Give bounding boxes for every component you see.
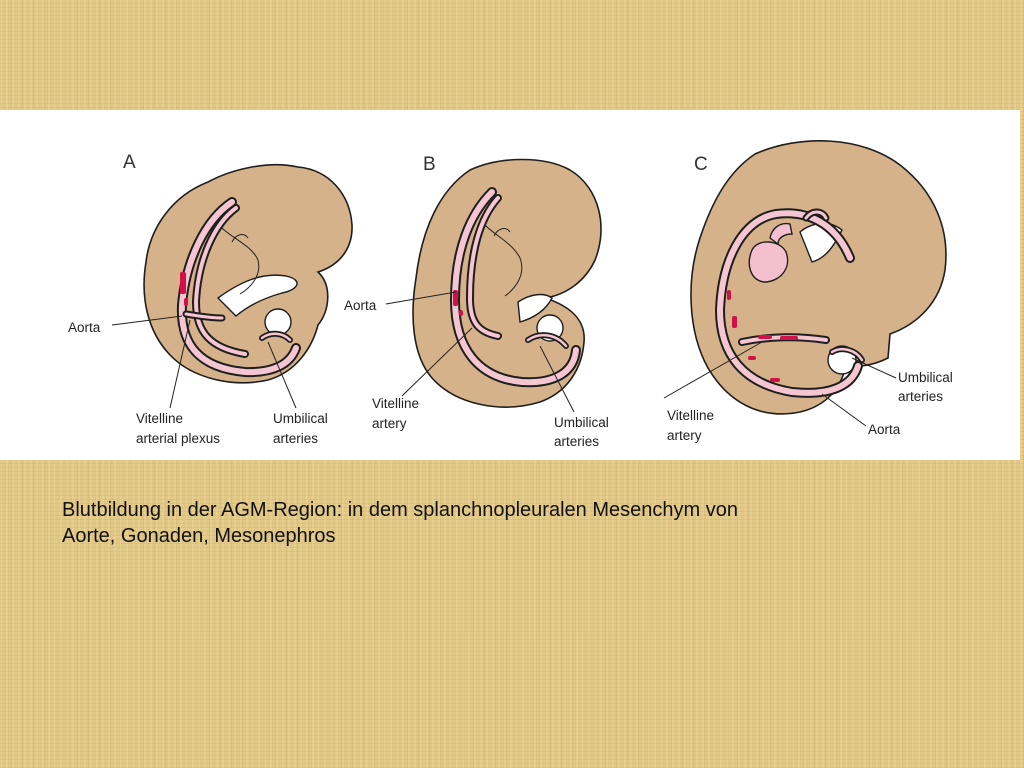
embryo-a-aorta-vessel (176, 197, 301, 378)
embryo-c: C Vitelline artery Umbilical arteries Ao… (663, 140, 953, 443)
embryo-a-cavity (216, 274, 298, 317)
panel-c-umbilical-label-1: Umbilical (898, 370, 953, 385)
embryo-a: A Aorta Vitelline arterial plexus Umbili… (68, 152, 353, 446)
embryo-b: B Aorta Vitelline artery Umbilical arter… (344, 154, 609, 449)
embryo-c-heart (748, 241, 789, 283)
panel-a-letter: A (123, 152, 136, 173)
panel-c-letter: C (694, 154, 708, 175)
embryo-c-aorta-cells (727, 290, 798, 382)
panel-b-vitelline-label-1: Vitelline (372, 396, 419, 411)
panel-b-letter: B (423, 154, 436, 175)
panel-a-vitelline-label-1: Vitelline (136, 411, 183, 426)
panel-c-umbilical-label-2: arteries (898, 389, 943, 404)
panel-b-vitelline-label-2: artery (372, 416, 407, 431)
panel-a-umbilical-label-2: arteries (273, 431, 318, 446)
embryo-diagram: A Aorta Vitelline arterial plexus Umbili… (68, 140, 953, 449)
panel-b-aorta-label: Aorta (344, 298, 377, 313)
caption: Blutbildung in der AGM-Region: in dem sp… (62, 497, 962, 549)
panel-c-aorta-label: Aorta (868, 422, 901, 437)
panel-c-vitelline-label-1: Vitelline (667, 408, 714, 423)
embryo-a-vitelline-plexus-cells (180, 272, 188, 306)
panel-b-umbilical-label-1: Umbilical (554, 415, 609, 430)
panel-a-aorta-label: Aorta (68, 320, 101, 335)
panel-c-vitelline-label-2: artery (667, 428, 702, 443)
panel-a-umbilical-label-1: Umbilical (273, 411, 328, 426)
figure-panel: A Aorta Vitelline arterial plexus Umbili… (0, 110, 1020, 460)
embryo-b-vitelline-cells (453, 290, 463, 316)
caption-line-2: Aorte, Gonaden, Mesonephros (62, 525, 336, 547)
embryo-a-body (143, 163, 353, 384)
embryo-b-cavity (517, 293, 553, 323)
caption-line-1: Blutbildung in der AGM-Region: in dem sp… (62, 499, 738, 521)
embryo-c-outflow (769, 222, 793, 246)
panel-b-umbilical-label-2: arteries (554, 434, 599, 449)
panel-a-vitelline-label-2: arterial plexus (136, 431, 220, 446)
embryo-b-aorta-vessel (450, 187, 581, 388)
